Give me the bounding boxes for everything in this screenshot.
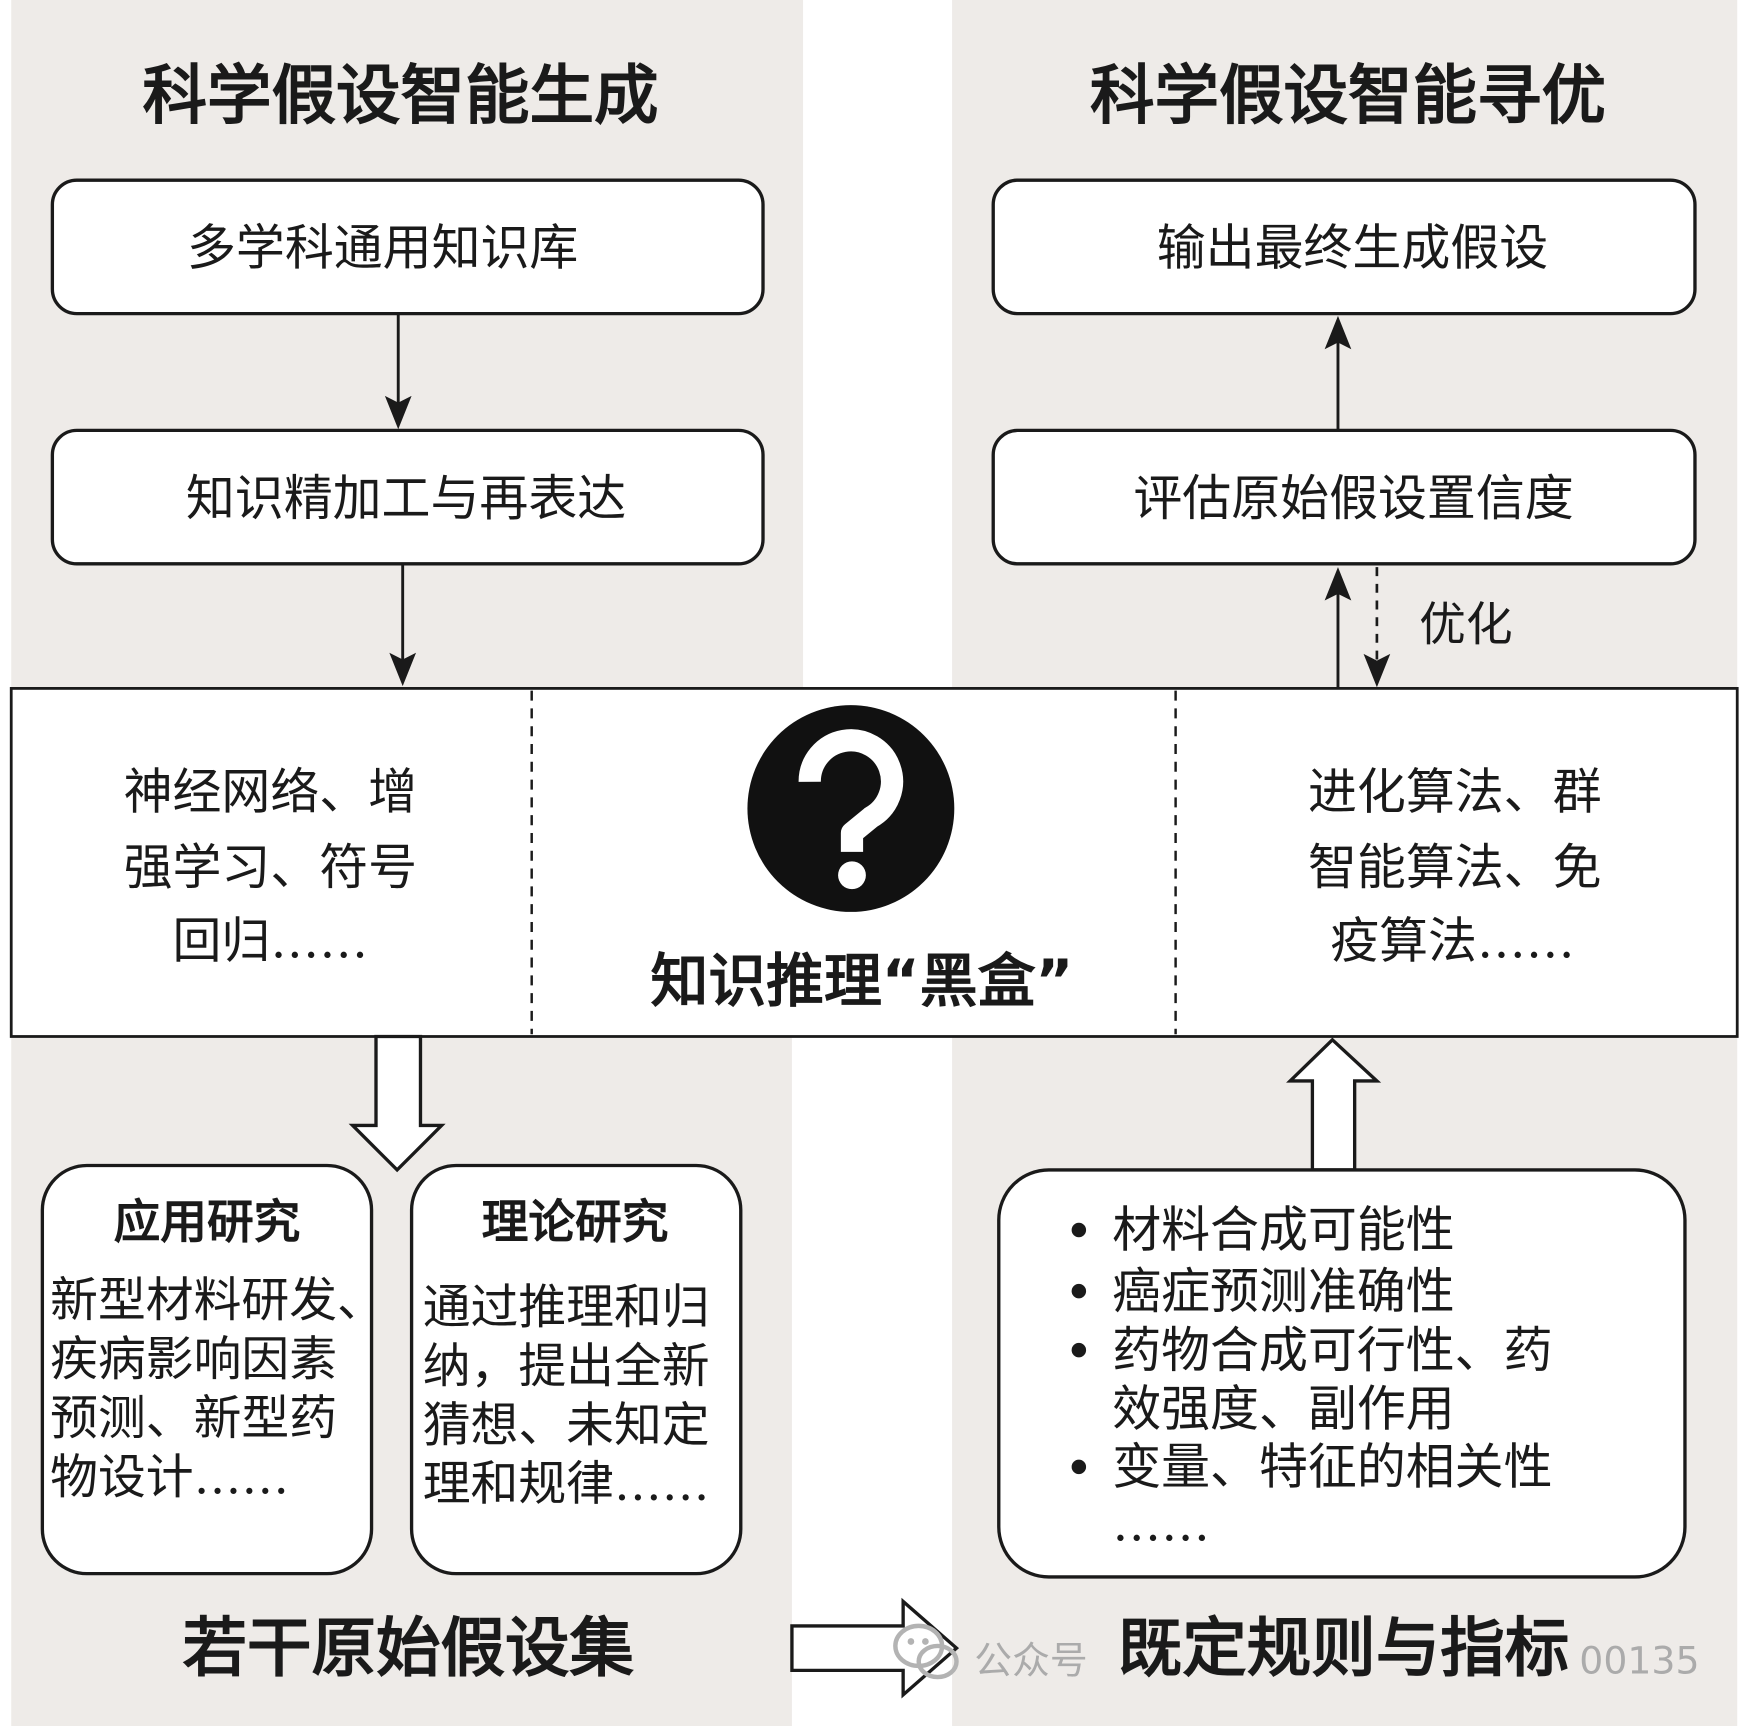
generation-title: 科学假设智能生成 xyxy=(142,59,658,134)
criteria-item: 癌症预测准确性 xyxy=(1112,1263,1454,1320)
arrow-optimize-feedback xyxy=(1363,567,1391,688)
step-evaluate-confidence-label: 评估原始假设置信度 xyxy=(1133,470,1573,527)
hypothesis-set-theoretical-line: 理和规律…… xyxy=(423,1457,710,1512)
hypothesis-sets-label: 若干原始假设集 xyxy=(182,1611,634,1686)
criteria-item: 药物合成可行性、药 xyxy=(1112,1322,1552,1379)
watermark: 公众号 00135 xyxy=(893,1623,1700,1683)
optimize-label: 优化 xyxy=(1419,599,1512,653)
wechat-icon xyxy=(893,1623,959,1680)
black-box-label: 知识推理“黑盒” xyxy=(651,947,1074,1015)
hypothesis-set-theoretical-line: 通过推理和归 xyxy=(423,1280,710,1335)
bullet-icon xyxy=(1071,1283,1087,1299)
step-final-hypothesis: 输出最终生成假设 xyxy=(991,178,1697,316)
bullet-icon xyxy=(1071,1222,1087,1238)
black-box: 知识推理“黑盒” xyxy=(651,705,1074,1015)
hypothesis-set-applied: 应用研究 新型材料研发、 疾病影响因素 预测、新型药 物设计…… xyxy=(40,1163,385,1576)
criteria-box: 材料合成可能性 癌症预测准确性 药物合成可行性、药 效强度、副作用 变量、特征的… xyxy=(997,1168,1687,1579)
step-knowledge-base: 多学科通用知识库 xyxy=(50,178,765,316)
hypothesis-set-theoretical: 理论研究 通过推理和归 纳，提出全新 猜想、未知定 理和规律…… xyxy=(409,1163,743,1576)
hypothesis-set-theoretical-title: 理论研究 xyxy=(482,1196,669,1250)
criteria-more: …… xyxy=(1112,1495,1210,1552)
criteria-label: 既定规则与指标 xyxy=(1118,1611,1570,1686)
step-knowledge-processing: 知识精加工与再表达 xyxy=(50,428,765,566)
hypothesis-set-applied-line: 物设计…… xyxy=(50,1451,289,1506)
generation-method-line: 强学习、符号 xyxy=(124,839,418,896)
hypothesis-set-applied-title: 应用研究 xyxy=(114,1196,301,1250)
generation-methods: 神经网络、增 强学习、符号 回归…… xyxy=(124,764,418,970)
optimization-method-line: 智能算法、免 xyxy=(1308,839,1602,896)
arrow-blackbox-to-evaluate xyxy=(1324,567,1352,689)
hypothesis-set-theoretical-line: 猜想、未知定 xyxy=(423,1398,710,1453)
hypothesis-set-applied-line: 疾病影响因素 xyxy=(50,1333,337,1388)
generation-method-line: 回归…… xyxy=(173,913,369,970)
criteria-item-continued: 效强度、副作用 xyxy=(1112,1381,1454,1438)
bullet-icon xyxy=(1071,1459,1087,1475)
optimization-methods: 进化算法、群 智能算法、免 疫算法…… xyxy=(1308,764,1602,970)
step-knowledge-base-label: 多学科通用知识库 xyxy=(187,220,578,277)
generation-method-line: 神经网络、增 xyxy=(124,764,418,821)
step-knowledge-processing-label: 知识精加工与再表达 xyxy=(186,470,626,527)
hypothesis-set-applied-line: 新型材料研发、 xyxy=(50,1274,385,1329)
watermark-text-right: 00135 xyxy=(1579,1639,1699,1683)
optimization-method-line: 进化算法、群 xyxy=(1308,764,1602,821)
arrow-kb-to-processing xyxy=(384,313,412,430)
hypothesis-set-applied-line: 预测、新型药 xyxy=(50,1392,337,1447)
watermark-text-left: 公众号 xyxy=(974,1639,1087,1683)
optimization-method-line: 疫算法…… xyxy=(1330,913,1575,970)
criteria-item: 材料合成可能性 xyxy=(1112,1202,1454,1259)
hypothesis-set-theoretical-line: 纳，提出全新 xyxy=(423,1339,710,1394)
hollow-arrow-down xyxy=(348,1034,446,1173)
generation-panel-top xyxy=(11,0,804,690)
step-evaluate-confidence: 评估原始假设置信度 xyxy=(991,428,1697,566)
arrow-evaluate-to-final xyxy=(1324,315,1352,431)
criteria-item: 变量、特征的相关性 xyxy=(1112,1439,1552,1496)
arrow-processing-to-blackbox xyxy=(389,563,417,687)
bullet-icon xyxy=(1071,1342,1087,1358)
optimization-title: 科学假设智能寻优 xyxy=(1090,59,1606,134)
question-mark-icon xyxy=(747,705,955,912)
step-final-hypothesis-label: 输出最终生成假设 xyxy=(1157,220,1548,277)
